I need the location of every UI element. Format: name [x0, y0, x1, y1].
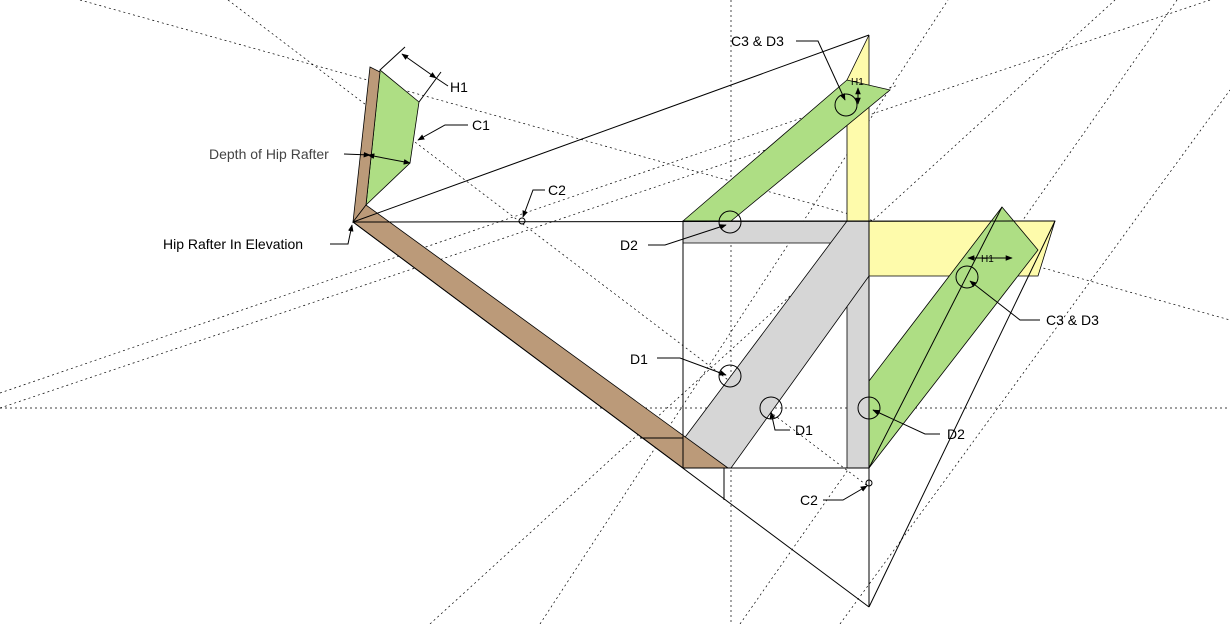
leader-c3d3-right	[969, 280, 1040, 321]
label-h1-yellow-right: H1	[981, 254, 994, 265]
edge-long-hypotenuse	[352, 221, 870, 608]
label-c3d3-top: C3 & D3	[731, 33, 784, 49]
leader-c2-bottom	[823, 485, 868, 501]
labels: H1 C1 Depth of Hip Rafter C2 Hip Rafter …	[163, 33, 1099, 508]
marker-c2-bottom	[865, 479, 873, 487]
diagonal-guide-steep-b	[429, 0, 1116, 625]
edge-right-hypotenuse	[868, 220, 1056, 608]
circle-c3d3-right	[955, 265, 979, 289]
circle-d1-center	[759, 396, 783, 420]
plan-square-outline	[682, 220, 870, 469]
leader-lines	[330, 40, 1040, 501]
reference-circles	[518, 93, 979, 487]
label-c2-bottom: C2	[800, 492, 818, 508]
construction-edges	[352, 34, 1056, 608]
label-c2-top: C2	[548, 182, 566, 198]
leader-d2-right	[872, 409, 940, 435]
diagonal-guide-steep-left	[227, 0, 870, 488]
label-h1-top: H1	[450, 79, 468, 95]
h1-top-leader	[435, 77, 449, 87]
h1-top-dimension-arrow	[401, 53, 437, 79]
leader-d2-left	[648, 224, 727, 246]
h1-top-ext-b	[418, 71, 442, 103]
edge-diagonal-fill	[868, 206, 1003, 469]
edge-top-slope	[352, 34, 870, 223]
label-d1-center: D1	[795, 422, 813, 438]
label-d1-left: D1	[630, 351, 648, 367]
gray-members	[682, 220, 870, 469]
label-h1-yellow-top: H1	[851, 77, 864, 88]
depth-dimension-arrow	[367, 153, 411, 165]
label-depth-of-hip-rafter: Depth of Hip Rafter	[209, 146, 329, 162]
label-d2-right: D2	[947, 426, 965, 442]
hip-rafter-long-brown	[352, 204, 730, 469]
diagonal-guide-steep-d	[839, 89, 1230, 625]
leader-d1-left	[657, 357, 727, 376]
circle-d2-left	[718, 210, 742, 234]
leader-depth	[343, 151, 371, 158]
dimension-marks	[367, 46, 1013, 261]
leader-hip-elevation	[330, 224, 354, 245]
leader-d1-center	[769, 411, 790, 431]
leader-c1	[417, 124, 468, 141]
circle-c3d3-top	[834, 93, 858, 117]
circle-d1-left	[718, 364, 742, 388]
gray-right-post	[846, 275, 870, 469]
h1-top-ext-a	[379, 46, 406, 71]
gray-diagonal-hip	[682, 220, 870, 469]
leader-c3d3-top	[796, 40, 846, 101]
label-hip-rafter-in-elevation: Hip Rafter In Elevation	[163, 236, 303, 252]
yellow-vertical-strip	[846, 34, 870, 222]
diagonal-guide-long-upper	[79, 0, 1230, 321]
green-members	[365, 69, 1039, 470]
label-c3d3-right: C3 & D3	[1046, 312, 1099, 328]
label-d2-left: D2	[620, 237, 638, 253]
marker-c2-top	[518, 217, 526, 225]
circle-d2-right	[857, 396, 881, 420]
diagonal-guide-lower	[0, 84, 899, 394]
diagonal-guide-steep-a	[539, 0, 949, 625]
label-c1: C1	[472, 117, 490, 133]
diagonal-guide-upper-right	[0, 0, 1211, 409]
leader-c2-top	[522, 189, 545, 218]
